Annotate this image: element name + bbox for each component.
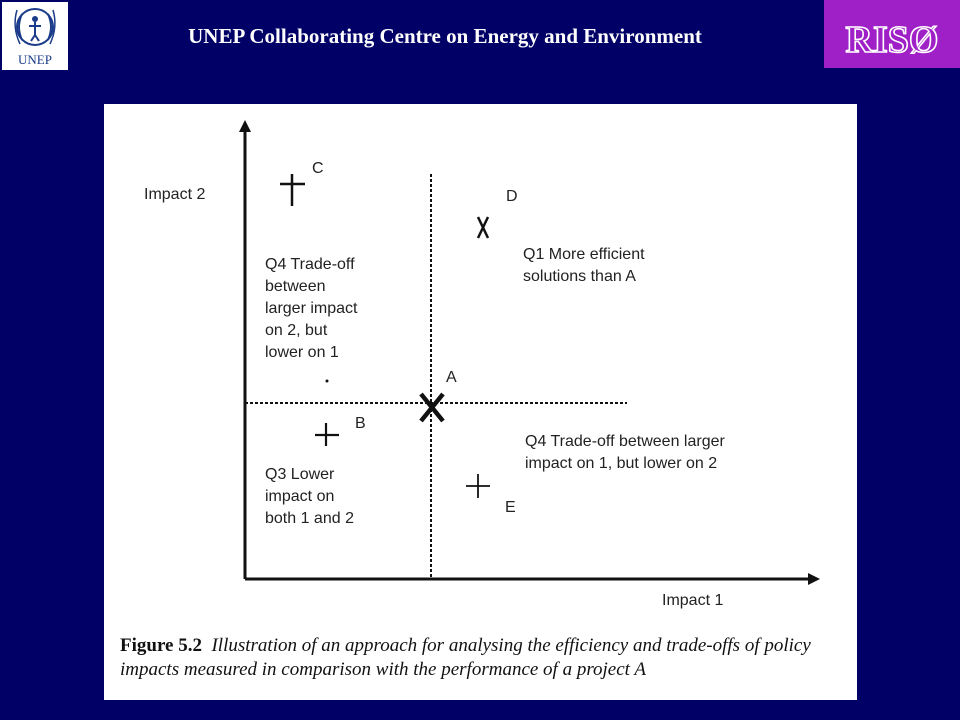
page-title: UNEP Collaborating Centre on Energy and … [188,24,702,48]
point-e-marker [466,474,490,498]
x-axis-label: Impact 1 [662,592,724,609]
stray-dot [325,379,329,383]
quadrant-q1-label: Q1 More efficient solutions than A [523,246,645,285]
point-d-marker [476,216,490,239]
quadrant-q4-bottom-label: Q4 Trade-off between larger impact on 1,… [525,433,725,472]
quadrant-q4-top-label: Q4 Trade-off between larger impact on 2,… [265,256,358,361]
efficiency-diagram [239,120,820,585]
point-a-marker [419,392,445,423]
unep-logo: UNEP [2,2,68,70]
point-e-label: E [505,499,516,516]
figure-caption: Figure 5.2 Illustration of an approach f… [120,634,850,682]
y-axis-label: Impact 2 [144,186,206,203]
point-d-label: D [506,188,518,205]
figure-panel: Impact 2 Impact 1 C D A B E Q1 More effi… [104,104,857,700]
point-a-label: A [446,369,457,386]
unep-emblem-icon: UNEP [14,8,56,67]
figure-caption-text: Illustration of an approach for analysin… [120,635,811,680]
riso-logo: RISØ [824,0,960,68]
point-c-label: C [312,160,324,177]
point-b-marker [315,423,339,446]
point-c-marker [280,174,305,206]
riso-wordmark: RISØ [845,18,940,62]
unep-logo-text: UNEP [18,52,52,67]
figure-number: Figure 5.2 [120,635,202,656]
point-b-label: B [355,415,366,432]
quadrant-q3-label: Q3 Lower impact on both 1 and 2 [265,466,354,527]
riso-logo-text: RISØ [846,19,939,61]
